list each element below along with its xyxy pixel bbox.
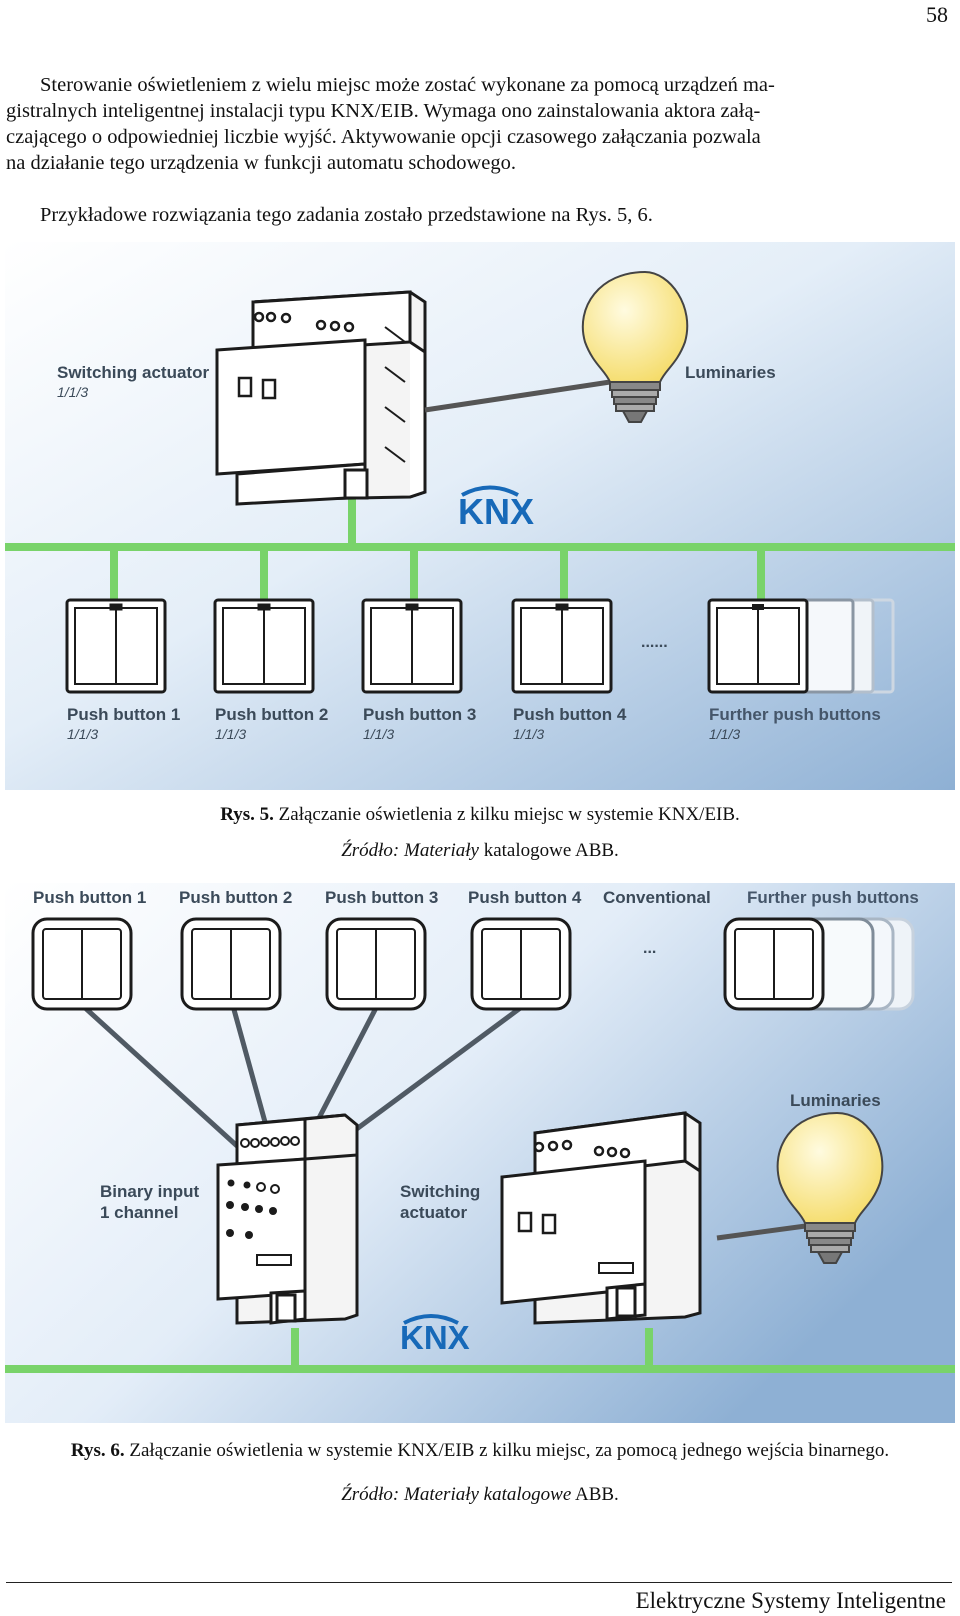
knx-logo: KNX <box>458 491 534 532</box>
push-button-3 <box>361 598 463 694</box>
actuator-group-address: 1/1/3 <box>57 384 88 400</box>
push-button-2-label: Push button 2 <box>215 705 328 724</box>
conventional-label: Conventional <box>603 888 711 907</box>
bus-drops <box>110 497 765 607</box>
knx-logo-arc <box>403 1314 459 1325</box>
dots-ellipsis: ...... <box>641 634 668 651</box>
push-button-4-label: Push button 4 <box>513 705 627 724</box>
footer-rule <box>6 1582 952 1583</box>
further-push-buttons-label: Further push buttons <box>709 705 881 724</box>
source-italic: Źródło: Materiały katalogowe <box>341 1484 572 1505</box>
figure-5-source: Źródło: Materiały katalogowe ABB. <box>0 840 960 862</box>
caption-prefix: Rys. 6. <box>70 1440 125 1461</box>
luminaries-label: Luminaries <box>685 363 776 382</box>
paragraph-line: na działanie tego urządzenia w funkcji a… <box>6 152 517 174</box>
figure-6-caption: Rys. 6. Załączanie oświetlenia w systemi… <box>0 1440 960 1462</box>
knx-bus-line <box>5 1365 955 1373</box>
push-button-1 <box>65 598 167 694</box>
source-rest: katalogowe ABB. <box>478 840 619 861</box>
binary-input-label-line1: Binary input <box>100 1182 200 1201</box>
caption-text: Załączanie oświetlenia w systemie KNX/EI… <box>124 1440 890 1461</box>
knx-bus-line <box>5 543 955 551</box>
push-button-2-label: Push button 2 <box>179 888 292 907</box>
actuator-label: Switching actuator <box>57 363 209 382</box>
knx-logo: KNX <box>400 1319 470 1356</box>
actuator-terminals <box>237 311 355 400</box>
luminaries-label: Luminaries <box>790 1091 881 1110</box>
luminaire-bulb <box>776 1111 884 1264</box>
knx-logo-arc <box>461 485 519 497</box>
binary-input-leds <box>226 1179 277 1239</box>
dots-ellipsis: ... <box>643 940 656 957</box>
source-rest: ABB. <box>571 1484 619 1505</box>
push-button-1-label: Push button 1 <box>33 888 146 907</box>
luminaire-wire <box>424 379 611 413</box>
further-push-buttons-label: Further push buttons <box>747 888 919 907</box>
paragraph-line: Sterowanie oświetleniem z wielu miejsc m… <box>40 74 775 96</box>
push-button-1-address: 1/1/3 <box>67 726 98 742</box>
caption-prefix: Rys. 5. <box>220 804 274 825</box>
push-button-3 <box>325 917 427 1011</box>
intro-paragraph: Sterowanie oświetleniem z wielu miejsc m… <box>6 72 954 176</box>
figure-6-source: Źródło: Materiały katalogowe ABB. <box>0 1484 960 1506</box>
page-number: 58 <box>926 2 948 27</box>
push-button-3-label: Push button 3 <box>363 705 476 724</box>
switching-actuator-device <box>215 290 427 506</box>
push-button-2 <box>213 598 315 694</box>
footer-title: Elektryczne Systemy Inteligentne <box>635 1588 946 1613</box>
push-button-4-label: Push button 4 <box>468 888 582 907</box>
switching-actuator-label-line1: Switching <box>400 1182 480 1201</box>
further-push-buttons <box>707 598 895 694</box>
figure-5-caption: Rys. 5. Załączanie oświetlenia z kilku m… <box>0 804 960 826</box>
actuator-terminals <box>517 1139 631 1235</box>
switching-actuator-label-line2: actuator <box>400 1203 467 1222</box>
further-push-buttons <box>723 917 915 1011</box>
push-button-3-label: Push button 3 <box>325 888 438 907</box>
push-button-1-label: Push button 1 <box>67 705 180 724</box>
paragraph-line: czającego o odpowiedniej liczbie wyjść. … <box>6 126 761 148</box>
caption-text: Załączanie oświetlenia z kilku miejsc w … <box>273 804 740 825</box>
luminaire-bulb <box>581 270 689 423</box>
paragraph-line: gistralnych inteligentnej instalacji typ… <box>6 100 761 122</box>
further-push-buttons-address: 1/1/3 <box>709 726 740 742</box>
source-italic: Źródło: Materiały <box>341 840 479 861</box>
luminaire-wire <box>716 1222 814 1241</box>
figure-5-knx-diagram: Switching actuator 1/1/3 Luminaries KNX … <box>5 242 955 790</box>
binary-input-label-line2: 1 channel <box>100 1203 178 1222</box>
push-button-3-address: 1/1/3 <box>363 726 394 742</box>
push-button-4 <box>470 917 572 1011</box>
push-button-4 <box>511 598 613 694</box>
binary-input-terminals <box>240 1136 300 1148</box>
push-button-2-address: 1/1/3 <box>215 726 246 742</box>
binary-input-device <box>216 1113 359 1325</box>
reference-paragraph: Przykładowe rozwiązania tego zadania zos… <box>40 204 653 226</box>
figure-6-knx-diagram: Push button 1 Push button 2 Push button … <box>5 883 955 1423</box>
push-button-1 <box>31 917 133 1011</box>
push-button-4-address: 1/1/3 <box>513 726 544 742</box>
push-button-2 <box>180 917 282 1011</box>
